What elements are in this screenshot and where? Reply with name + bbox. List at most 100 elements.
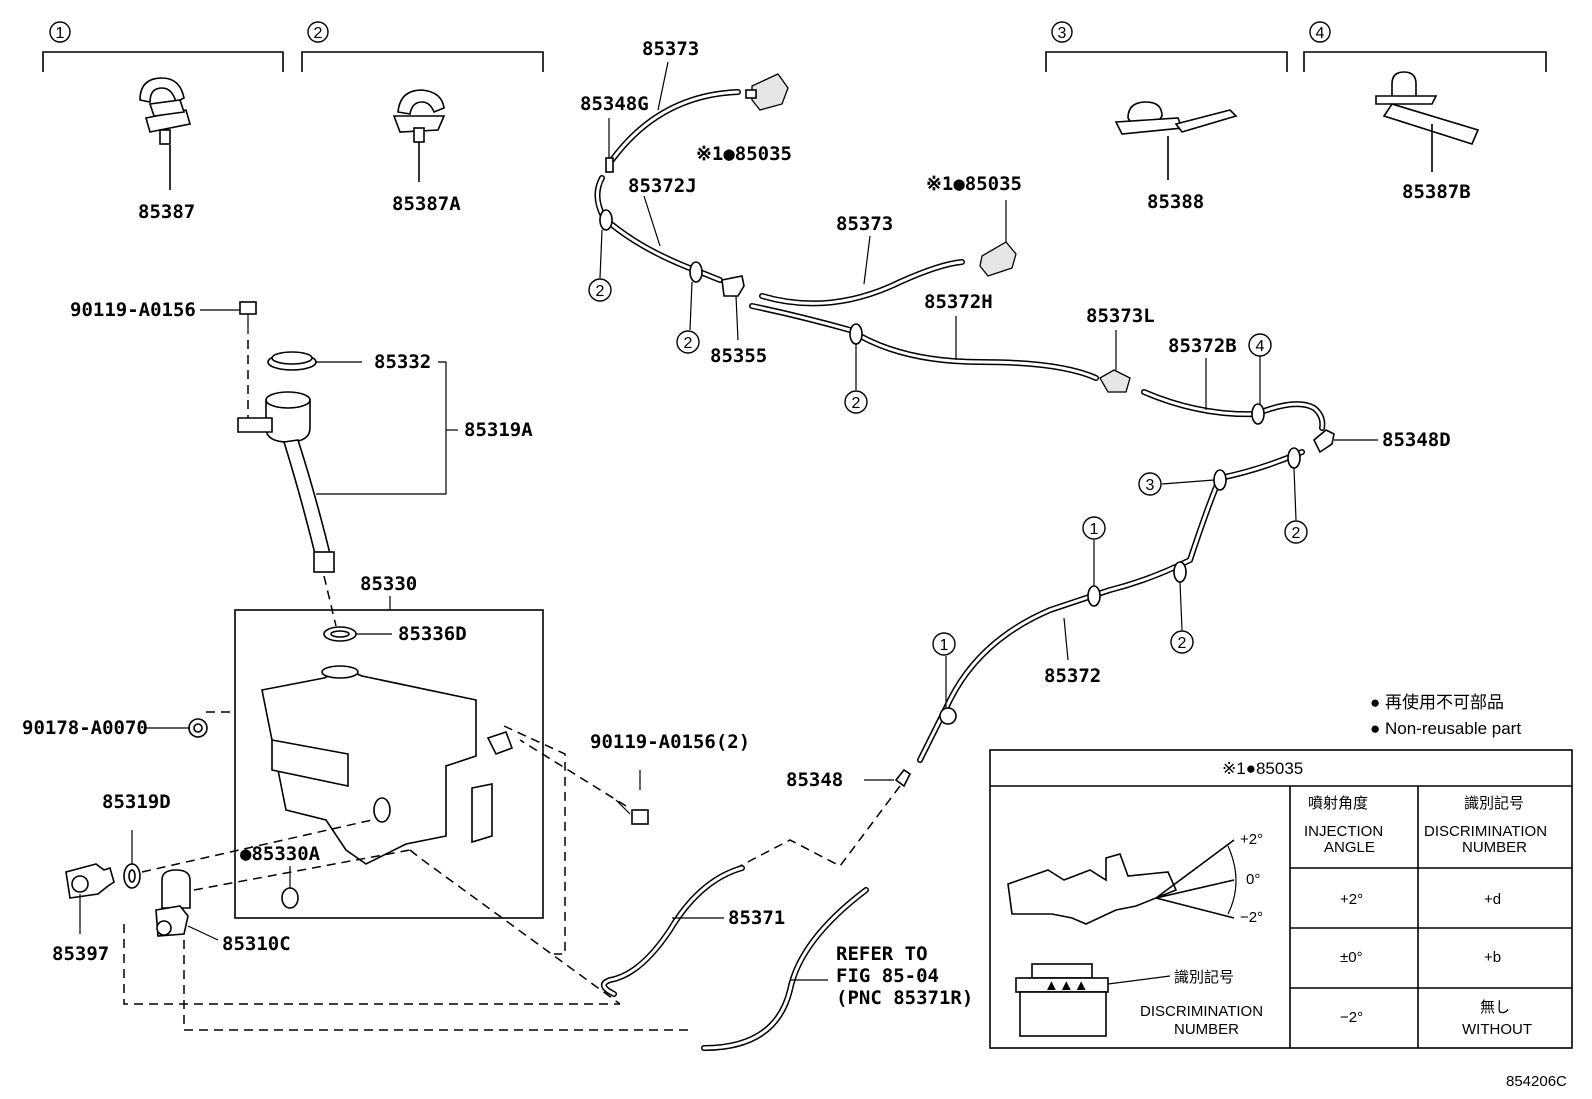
callout-number: 2 — [1292, 525, 1301, 542]
part-85355-label: 85355 — [710, 345, 767, 367]
callout-number: 1 — [940, 637, 949, 654]
callout-number: 2 — [684, 335, 693, 352]
disc-label-en1: DISCRIMINATION — [1140, 1003, 1263, 1020]
pump-85397 — [65, 863, 115, 934]
legend-en: ● Non-reusable part — [1370, 719, 1521, 738]
part-85348D-label: 85348D — [1382, 429, 1451, 451]
hose-85348G-connector — [605, 118, 614, 173]
hose-85371 — [601, 865, 869, 1051]
callout-number: 1 — [1090, 521, 1099, 538]
callout-circle — [49, 21, 71, 43]
disc-label-en2: NUMBER — [1174, 1021, 1239, 1038]
grommet-85330A — [281, 866, 299, 909]
nozzle-85035-a — [745, 73, 789, 111]
clip-85387-drawing — [139, 77, 192, 190]
part-85387A-label: 85387A — [392, 193, 461, 215]
callout-number: 4 — [1316, 25, 1325, 42]
callout-number: 2 — [1178, 635, 1187, 652]
clip-85387A-drawing — [392, 89, 446, 182]
nozzle-angle-illustration — [1007, 839, 1237, 925]
figure-id: 854206C — [1506, 1073, 1567, 1090]
clip-ring-1-a: 1 — [1082, 516, 1106, 607]
part-85373L-label: 85373L — [1086, 305, 1155, 327]
clip-ring-2-e: 2 — [1170, 561, 1194, 654]
joint-85373L — [1099, 330, 1131, 393]
part-85319A-label: 85319A — [464, 419, 533, 441]
callout-number: 3 — [1146, 477, 1155, 494]
row2-disc: +b — [1484, 949, 1501, 966]
legend-jp: ● 再使用不可部品 — [1370, 692, 1504, 712]
group-1-bracket: 1 — [42, 21, 284, 72]
part-85397-label: 85397 — [52, 943, 109, 965]
grommet-85319D — [123, 819, 373, 889]
part-85319D-label: 85319D — [102, 791, 171, 813]
row3-disc: 無し — [1480, 999, 1510, 1016]
angle-minus-label: −2° — [1240, 909, 1263, 926]
callout-number: 4 — [1256, 338, 1265, 355]
part-85035-b-label: ※1●85035 — [926, 173, 1022, 195]
part-90119-top-label: 90119-A0156 — [70, 299, 196, 321]
gasket-85336D — [323, 626, 392, 642]
header-angle-en2: ANGLE — [1324, 839, 1375, 856]
header-angle-en1: INJECTION — [1304, 823, 1383, 840]
part-85372-label: 85372 — [1044, 665, 1101, 687]
group-3-bracket: 3 — [1045, 21, 1288, 72]
angle-plus-label: +2° — [1240, 831, 1263, 848]
clip-ring-1-b: 1 — [932, 632, 957, 725]
filler-85319A — [237, 361, 458, 573]
part-85371-label: 85371 — [728, 907, 785, 929]
clip-ring-2-b: 2 — [676, 261, 703, 354]
clip-ring-2-c: 2 — [844, 323, 868, 414]
joint-85348 — [864, 768, 912, 788]
part-90119-2-label: 90119-A0156(2) — [590, 731, 750, 753]
part-85373-mid-label: 85373 — [836, 213, 893, 235]
callout-number: 1 — [56, 25, 65, 42]
bracket-line — [1303, 51, 1547, 72]
row2-angle: ±0° — [1340, 949, 1363, 966]
row3-angle: −2° — [1340, 1009, 1363, 1026]
bracket-line — [1045, 51, 1288, 72]
tank-85330 — [261, 665, 514, 865]
cap-85332 — [267, 351, 362, 371]
header-disc-jp: 識別記号 — [1464, 795, 1524, 812]
row1-angle: +2° — [1340, 891, 1363, 908]
joint-85348D — [1313, 429, 1378, 454]
nozzle-disc-illustration: ▲▲▲ — [1015, 963, 1171, 1037]
callout-number: 3 — [1058, 25, 1067, 42]
header-disc-en2: NUMBER — [1462, 839, 1527, 856]
dashed-leader — [323, 575, 337, 627]
dashed-leader — [739, 785, 901, 867]
clip-85388-drawing — [1114, 101, 1238, 180]
clip-85387B-drawing — [1375, 71, 1480, 172]
hose-85372H — [749, 303, 1099, 381]
part-85336D-label: 85336D — [398, 623, 467, 645]
callout-number: 2 — [314, 25, 323, 42]
nut-90178 — [144, 711, 236, 738]
callout-number: 2 — [852, 395, 861, 412]
hose-85373-mid — [759, 235, 965, 307]
pump-85310C — [123, 849, 688, 1031]
part-85373-top-label: 85373 — [642, 38, 699, 60]
row1-disc: +d — [1484, 891, 1501, 908]
part-85330A-label: ●85330A — [240, 843, 321, 865]
table-title: ※1●85035 — [1222, 759, 1303, 778]
part-85388-label: 85388 — [1147, 191, 1204, 213]
disc-mark: ▲▲▲ — [1044, 977, 1089, 994]
callout-circle — [1051, 21, 1073, 43]
header-disc-en1: DISCRIMINATION — [1424, 823, 1547, 840]
joint-85355 — [721, 275, 745, 341]
callout-number: 2 — [596, 283, 605, 300]
header-angle-jp: 噴射角度 — [1308, 795, 1368, 812]
part-85372H-label: 85372H — [924, 291, 993, 313]
part-85035-a-label: ※1●85035 — [696, 143, 792, 165]
nozzle-85035-b — [979, 200, 1017, 277]
part-85372J-label: 85372J — [628, 175, 697, 197]
part-85332-label: 85332 — [374, 351, 431, 373]
clip-ring-3: 3 — [1138, 469, 1227, 496]
hose-85373-top — [609, 61, 741, 163]
tank-assembly-box — [234, 609, 544, 919]
part-85330-label: 85330 — [360, 573, 417, 595]
bracket-line — [42, 51, 284, 72]
